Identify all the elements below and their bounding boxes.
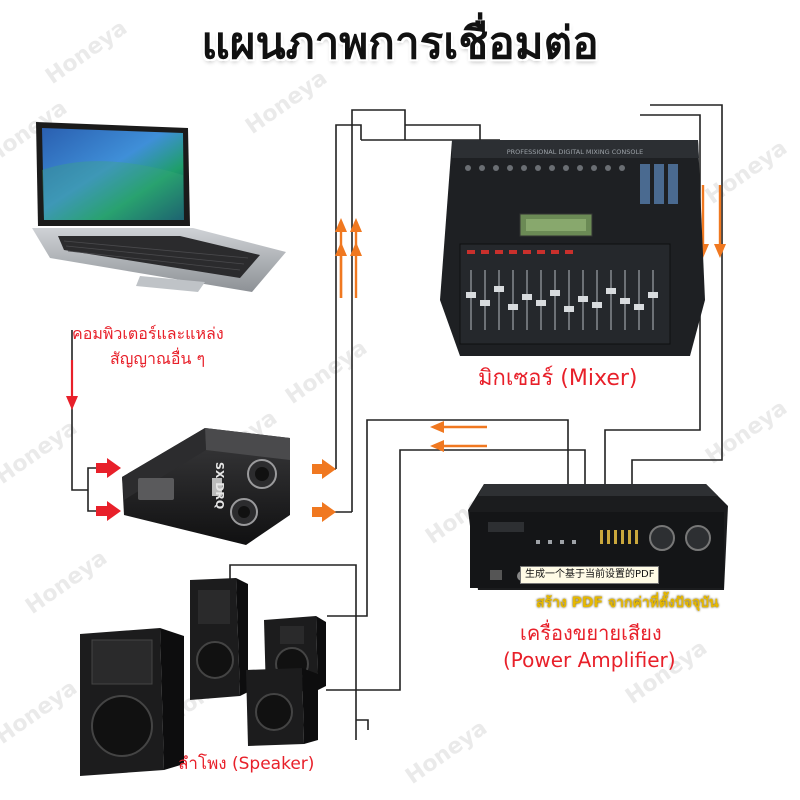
laptop-image: [32, 122, 286, 292]
page-title: แผนภาพการเชื่อมต่อ: [201, 18, 599, 69]
arrow-left-orange: [430, 440, 487, 452]
computer-label: คอมพิวเตอร์และแหล่ง: [72, 324, 224, 343]
cable-amp-to-speaker-3: [229, 564, 357, 740]
amplifier-label-line2: (Power Amplifier): [503, 648, 676, 672]
cable-amp-to-speaker-2: [326, 449, 586, 691]
mixer-label: มิกเซอร์ (Mixer): [478, 366, 638, 391]
arrow-down-red: [66, 360, 78, 410]
cable-mixer-out-2: [631, 104, 723, 484]
arrow-right-orange: [312, 502, 336, 522]
di-box-image: SX DRQ: [122, 428, 290, 545]
arrow-left-orange: [430, 421, 487, 433]
speaker-large-image: [80, 628, 184, 776]
cable-laptop-to-di: [71, 330, 88, 491]
generate-pdf-button[interactable]: 生成一个基于当前设置的PDF: [520, 566, 660, 584]
arrow-right-orange: [312, 459, 336, 479]
arrow-right-red: [96, 501, 121, 521]
di-box-brand: SX DRQ: [213, 462, 226, 509]
cable-di-to-mixer-1: [335, 124, 362, 469]
arrow-down-orange: [714, 185, 726, 258]
speaker-small-image: [246, 668, 318, 746]
arrow-up-orange: [350, 218, 362, 298]
mixer-brand: PROFESSIONAL DIGITAL MIXING CONSOLE: [507, 148, 644, 156]
amplifier-label: เครื่องขยายเสียง: [520, 621, 662, 645]
mixer-image: PROFESSIONAL DIGITAL MIXING CONSOLE: [440, 140, 705, 356]
speaker-tall-image: [190, 578, 248, 700]
arrow-up-orange: [335, 218, 347, 298]
arrow-right-red: [96, 458, 121, 478]
amplifier-image: [468, 484, 728, 590]
cable-mixer-out-1: [604, 114, 701, 484]
cable-amp-to-speaker-0: [356, 719, 369, 730]
cable-di-to-mixer-2: [351, 109, 406, 512]
cable-amp-to-speaker-1: [327, 419, 569, 617]
create-pdf-caption: สร้าง PDF จากค่าที่ตั้งปัจจุบัน: [536, 595, 719, 611]
computer-label-line2: สัญญาณอื่น ๆ: [110, 349, 206, 368]
cable-mixer-in-2: [405, 124, 481, 140]
speaker-label: ลำโพง (Speaker): [178, 754, 315, 774]
signal-arrows: [66, 185, 726, 522]
